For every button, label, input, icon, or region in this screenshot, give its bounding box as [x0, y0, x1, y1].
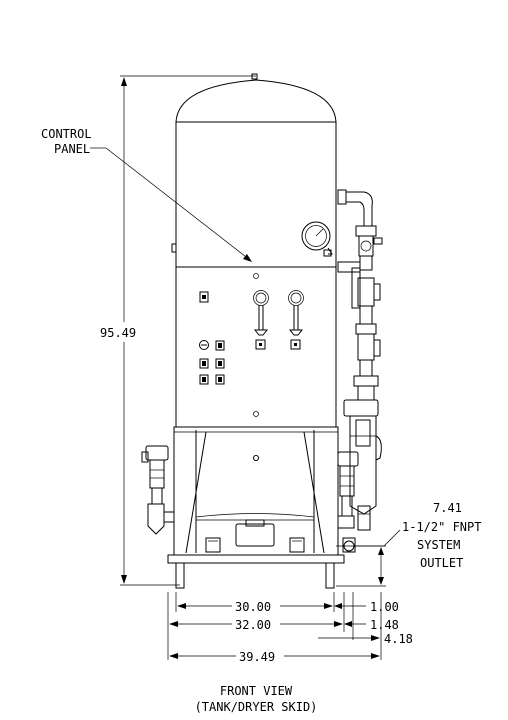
view-title: FRONT VIEW (TANK/DRYER SKID) [195, 684, 318, 714]
overall-height-dimension: 95.49 [100, 75, 256, 586]
outlet-label-line2: SYSTEM [417, 538, 460, 552]
dim-39-label: 39.49 [239, 650, 275, 664]
dryer-base [173, 426, 339, 556]
tank [171, 73, 337, 268]
left-piping [141, 445, 175, 535]
view-title-line2: (TANK/DRYER SKID) [195, 700, 318, 714]
control-panel [175, 266, 337, 428]
outlet-label-line1: 1-1/2" FNPT [402, 520, 481, 534]
control-panel-callout: CONTROL PANEL [41, 127, 252, 262]
dim-1-48-label: 1.48 [370, 618, 399, 632]
width-dimensions: 30.00 32.00 39.49 1.00 1.48 4.18 [167, 592, 413, 664]
dim-30-label: 30.00 [235, 600, 271, 614]
dim-4-18-label: 4.18 [384, 632, 413, 646]
control-panel-label-line1: CONTROL [41, 127, 92, 141]
right-piping [337, 189, 383, 553]
pressure-gauge-icon [301, 221, 333, 257]
view-title-line1: FRONT VIEW [220, 684, 293, 698]
skid [167, 554, 345, 589]
outlet-callout: 7.41 1-1/2" FNPT SYSTEM OUTLET [336, 501, 481, 587]
outlet-height-value: 7.41 [433, 501, 462, 515]
outlet-label-line3: OUTLET [420, 556, 463, 570]
dim-1-00-label: 1.00 [370, 600, 399, 614]
overall-height-value: 95.49 [100, 326, 136, 340]
dim-32-label: 32.00 [235, 618, 271, 632]
control-panel-label-line2: PANEL [54, 142, 90, 156]
